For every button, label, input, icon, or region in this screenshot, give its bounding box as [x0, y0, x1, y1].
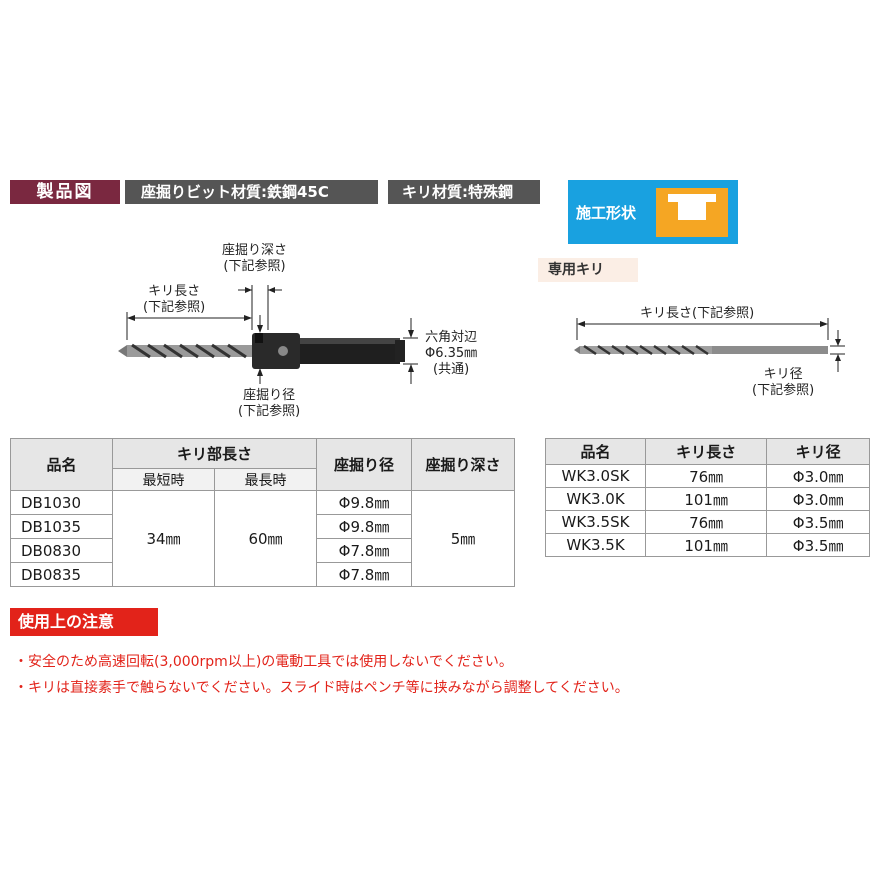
counterbore-diameter: Φ9.8㎜ — [316, 490, 412, 515]
counterbore-diameter: Φ7.8㎜ — [316, 538, 412, 563]
product-code: DB0835 — [10, 562, 113, 587]
drill-code: WK3.0SK — [545, 464, 646, 488]
shortest-length: 34㎜ — [112, 490, 215, 587]
counterbore-depth: 5㎜ — [411, 490, 515, 587]
drill-material-tag: キリ材質:特殊鋼 — [388, 180, 540, 204]
drill-length: 76㎜ — [644, 510, 768, 534]
drill-length-label: キリ長さ (下記参照) — [143, 284, 206, 315]
counterbore-diameter: Φ9.8㎜ — [316, 514, 412, 539]
drill-diameter: Φ3.0㎜ — [766, 487, 870, 511]
counterbore-bit-illustration — [118, 285, 418, 384]
drill-code: WK3.0K — [545, 487, 646, 511]
col-header-name: 品名 — [545, 438, 646, 465]
construction-shape-box: 施工形状 — [568, 180, 738, 244]
col-header-longest: 最長時 — [214, 468, 317, 491]
col-header-diameter: キリ径 — [766, 438, 870, 465]
col-header-shortest: 最短時 — [112, 468, 215, 491]
dedicated-drill-label: 専用キリ — [538, 258, 638, 282]
counterbore-hole-illustration — [678, 202, 706, 220]
product-code: DB1030 — [10, 490, 113, 515]
caution-title: 使用上の注意 — [10, 608, 158, 636]
caution-line: ・安全のため高速回転(3,000rpm以上)の電動工具では使用しないでください。 — [14, 654, 513, 670]
col-header-drill-length: キリ部長さ — [112, 438, 317, 469]
drill-length: 76㎜ — [644, 464, 768, 488]
drill-diameter: Φ3.5㎜ — [766, 510, 870, 534]
table-row: WK3.5K 101㎜ Φ3.5㎜ — [545, 533, 870, 557]
col-header-diameter: 座掘り径 — [316, 438, 412, 491]
drill-diameter: Φ3.0㎜ — [766, 464, 870, 488]
product-code: DB1035 — [10, 514, 113, 539]
col-header-length: キリ長さ — [644, 438, 768, 465]
drill-code: WK3.5SK — [545, 510, 646, 534]
table-row: DB1030 34㎜ 60㎜ Φ9.8㎜ 5㎜ — [10, 490, 515, 587]
caution-line: ・キリは直接素手で触らないでください。スライド時はペンチ等に挟みながら調整してく… — [14, 680, 629, 696]
col-header-depth: 座掘り深さ — [411, 438, 515, 491]
table-row: WK3.0SK 76㎜ Φ3.0㎜ — [545, 464, 870, 488]
dedicated-drill-length-label: キリ長さ(下記参照) — [640, 306, 755, 321]
dedicated-drill-illustration — [574, 318, 845, 372]
table-row: DB0830 Φ7.8㎜ — [10, 538, 515, 563]
drill-length: 101㎜ — [644, 487, 768, 511]
table-row: WK3.5SK 76㎜ Φ3.5㎜ — [545, 510, 870, 534]
hex-size-label: 六角対辺 Φ6.35㎜ (共通) — [425, 330, 478, 377]
table-row: DB1035 Φ9.8㎜ — [10, 514, 515, 539]
dedicated-drill-table: 品名 キリ長さ キリ径 WK3.0SK 76㎜ Φ3.0㎜ WK3.0K 101… — [545, 438, 870, 557]
counterbore-diameter: Φ7.8㎜ — [316, 562, 412, 587]
table-row: WK3.0K 101㎜ Φ3.0㎜ — [545, 487, 870, 511]
col-header-name: 品名 — [10, 438, 113, 491]
product-drawing — [118, 285, 845, 384]
drill-code: WK3.5K — [545, 533, 646, 557]
product-code: DB0830 — [10, 538, 113, 563]
table-row: DB0835 Φ7.8㎜ — [10, 562, 515, 587]
counterbore-diameter-label: 座掘り径 (下記参照) — [238, 388, 301, 419]
counterbore-spec-table: 品名 キリ部長さ 座掘り径 座掘り深さ 最短時 最長時 DB1030 34㎜ 6… — [10, 438, 515, 587]
dedicated-drill-diameter-label: キリ径 (下記参照) — [752, 367, 815, 398]
bit-material-tag: 座掘りビット材質:鉄鋼45C — [125, 180, 378, 204]
depth-label: 座掘り深さ (下記参照) — [222, 243, 288, 274]
product-diagram-tag: 製品図 — [10, 180, 120, 204]
drill-length: 101㎜ — [644, 533, 768, 557]
construction-shape-label: 施工形状 — [576, 204, 637, 222]
longest-length: 60㎜ — [214, 490, 317, 587]
drill-diameter: Φ3.5㎜ — [766, 533, 870, 557]
